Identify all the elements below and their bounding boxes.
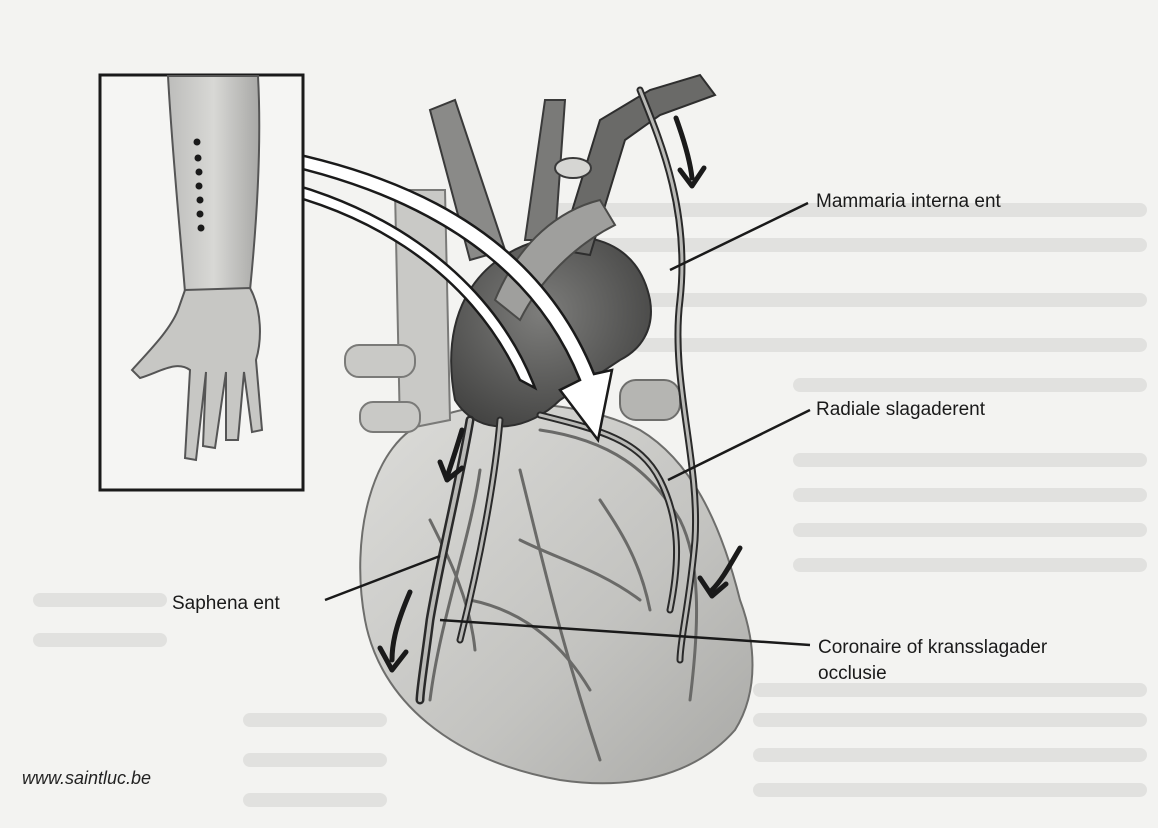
flow-arrow-icon [676, 118, 704, 186]
label-coronaire-line2: occlusie [818, 662, 887, 686]
pulmonary-vein [360, 402, 420, 432]
superior-vena-cava [395, 190, 450, 430]
forearm [168, 76, 259, 292]
vessel-opening [555, 158, 591, 178]
label-mammaria-interna-ent: Mammaria interna ent [816, 190, 1001, 214]
label-saphena-ent: Saphena ent [172, 592, 280, 616]
pulmonary-vein [345, 345, 415, 377]
pulmonary-artery-branch [620, 380, 680, 420]
label-radiale-slagaderent: Radiale slagaderent [816, 398, 985, 422]
label-coronaire-line1: Coronaire of kransslagader [818, 636, 1047, 660]
source-credit: www.saintluc.be [22, 768, 151, 789]
arm-inset [100, 75, 303, 490]
